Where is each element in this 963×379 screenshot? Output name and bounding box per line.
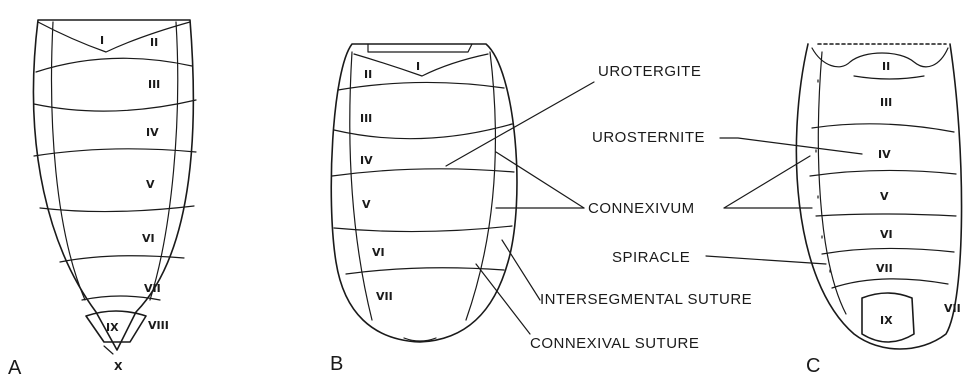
panel-a-x-pointer (104, 346, 113, 354)
panel-b-top-edge (368, 44, 472, 52)
panel-a-seg-label: III (148, 78, 160, 91)
panel-a-suture-2 (36, 58, 192, 72)
connexival-suture-label: CONNEXIVAL SUTURE (530, 335, 699, 352)
panel-a-suture-3 (34, 100, 196, 111)
panel-b-suture-4 (332, 169, 514, 176)
panel-c-seg-label: VI (880, 228, 893, 241)
panel-a-seg-label: VIII (148, 319, 169, 332)
panel-a-drawing: I II III IV V VI VII VIII IX X A (8, 20, 196, 379)
panel-a-suture-4 (34, 149, 196, 156)
panel-a-letter: A (8, 357, 22, 379)
panel-a-seg-label: II (150, 36, 158, 49)
panel-c-seg-label: III (880, 96, 892, 109)
urotergite-leader (446, 82, 594, 166)
panel-b-drawing: I II III IV V VI VII B (330, 44, 517, 375)
panel-c-suture-3 (810, 170, 956, 176)
panel-c-suture-2 (812, 124, 954, 132)
spiracle-leader (706, 256, 826, 264)
panel-c-inner-left-margin (818, 52, 846, 314)
connexivum-leader-b-upper (496, 152, 584, 208)
panel-b-outline (331, 44, 517, 342)
panel-b-seg-label: IV (360, 154, 373, 167)
panel-a-seg-label: V (146, 178, 155, 191)
panel-b-seg-label: VII (376, 290, 393, 303)
panel-a-seg-label: IV (146, 126, 159, 139)
panel-b-seg-label: I (416, 60, 420, 73)
panel-c-notched-top (812, 48, 948, 67)
panel-b-seg-label: VI (372, 246, 385, 259)
spiracle-label: SPIRACLE (612, 249, 690, 266)
urosternite-label: UROSTERNITE (592, 129, 705, 146)
urosternite-leader (720, 138, 862, 154)
panel-a-seg-label: VI (142, 232, 155, 245)
panel-a-inner-right-margin (150, 22, 178, 300)
panel-b-inner-left-margin (350, 52, 372, 320)
connexival-suture-leader (476, 264, 530, 334)
panel-b-suture-1 (354, 54, 488, 76)
urotergite-label: UROTERGITE (598, 63, 701, 80)
panel-a-suture-5 (40, 206, 194, 212)
panel-a-seg-label: VII (144, 282, 161, 295)
panel-c-seg-label: VII (944, 302, 961, 315)
panel-c-suture-1 (854, 76, 924, 79)
panel-c-letter: C (806, 355, 820, 377)
panel-b-seg-label: V (362, 198, 371, 211)
intersegmental-suture-label: INTERSEGMENTAL SUTURE (540, 291, 752, 308)
panel-c-suture-6 (832, 279, 948, 288)
panel-c-seg-label: V (880, 190, 889, 203)
panel-c-outline (796, 44, 961, 349)
panel-b-inner-right-margin (466, 52, 495, 320)
panel-b-letter: B (330, 353, 343, 375)
panel-c-seg-label: II (882, 60, 890, 73)
panel-c-suture-5 (822, 248, 954, 254)
panel-c-suture-4 (816, 214, 956, 216)
panel-a-seg-label: IX (106, 321, 119, 334)
panel-b-suture-2 (338, 82, 504, 90)
intersegmental-suture-leader (502, 240, 540, 300)
panel-a-suture-6 (60, 256, 184, 262)
connexivum-label: CONNEXIVUM (588, 200, 695, 217)
panel-c-seg-label: VII (876, 262, 893, 275)
panel-c-seg-label: IX (880, 314, 893, 327)
panel-b-suture-5 (334, 226, 512, 232)
panel-b-suture-3 (334, 124, 512, 139)
panel-c-drawing: II III IV V VI VII VII IX C (796, 44, 961, 377)
panel-c-spiracle-row (816, 80, 830, 272)
panel-c-seg-label: IV (878, 148, 891, 161)
panel-a-suture-1 (38, 22, 190, 52)
panel-b-seg-label: III (360, 112, 372, 125)
panel-a-seg-label: X (114, 360, 123, 373)
panel-a-seg-label: I (100, 34, 104, 47)
panel-b-seg-label: II (364, 68, 372, 81)
